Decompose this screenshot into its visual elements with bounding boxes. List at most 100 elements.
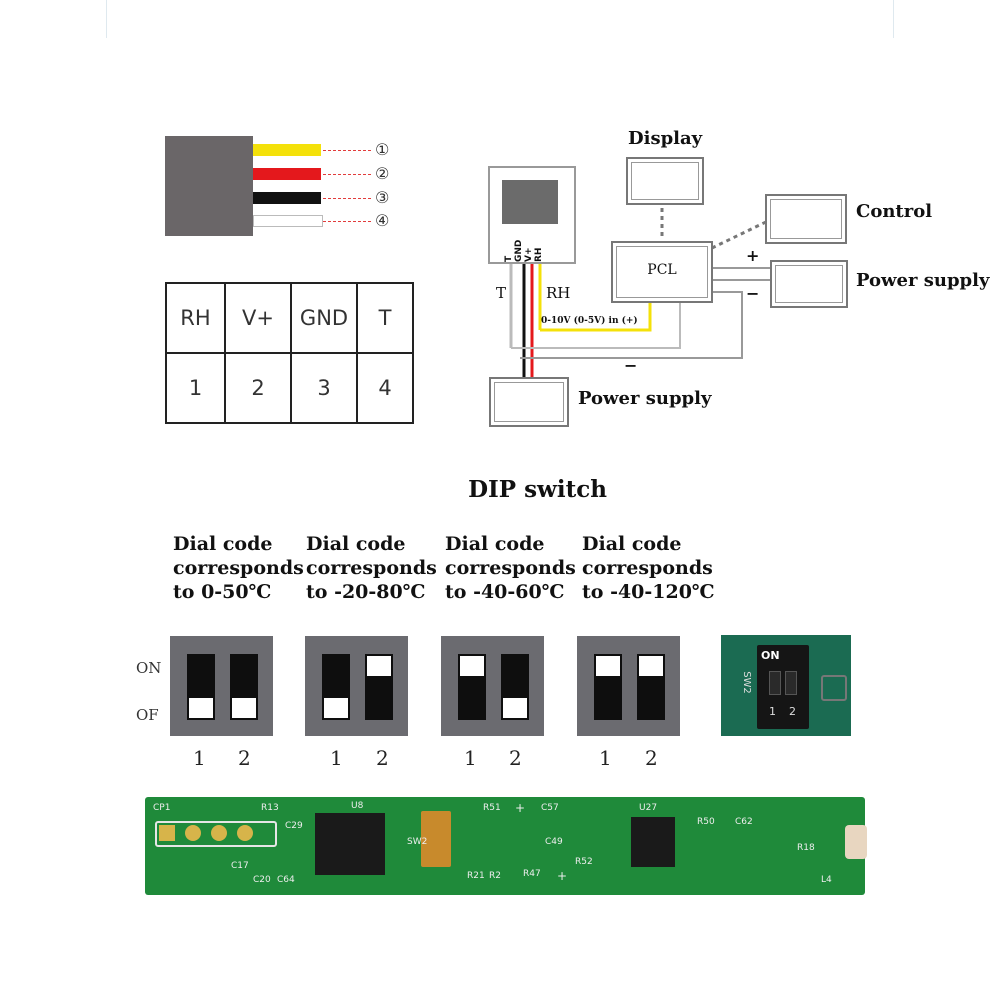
pin-number-2: 2: [224, 352, 292, 424]
pcb-label-c62: C62: [735, 817, 753, 827]
dip-2-slot-2: [365, 654, 393, 720]
pin-table: RH V+ GND T 1 2 3 4: [165, 282, 414, 424]
pcb-label-c57: C57: [541, 803, 559, 813]
pcb-label-r18: R18: [797, 843, 815, 853]
dip-2-slot-1: [322, 654, 350, 720]
dash-4: [323, 221, 371, 222]
on-label: ON: [136, 659, 162, 677]
dip-4-knob-2: [639, 656, 663, 676]
pcb-chip-u27: [631, 817, 675, 867]
wire-black: [253, 192, 321, 204]
pin-number-1: 1: [165, 352, 226, 424]
wire-number-1: ①: [375, 140, 390, 159]
dip-option-2-line1: Dial code: [306, 533, 406, 555]
pcb-label-sw2: SW2: [407, 837, 428, 847]
dash-2: [323, 174, 371, 175]
pin-number-3: 3: [290, 352, 358, 424]
dip-option-3-desc: Dial code corresponds to -40-60℃: [445, 532, 576, 604]
dip-option-4-line3: to -40-120℃: [582, 581, 715, 603]
frame-edge-left: [106, 0, 107, 38]
pcl-box: PCL: [611, 241, 713, 303]
dip-2-knob-2: [367, 656, 391, 676]
pin-label-rh: RH: [165, 282, 226, 354]
pcb-label-r47: R47: [523, 869, 541, 879]
dip-1-num-2: 2: [238, 746, 251, 770]
dip-option-2-desc: Dial code corresponds to -20-80℃: [306, 532, 437, 604]
dip-4-slot-2: [637, 654, 665, 720]
pcb-label-u27: U27: [639, 803, 658, 813]
wire-red: [253, 168, 321, 180]
dip-1-knob-2: [232, 698, 256, 718]
pcb-label-c49: C49: [545, 837, 563, 847]
pin-number-4: 4: [356, 352, 414, 424]
pcb-label-r13: R13: [261, 803, 279, 813]
sensor-screen: [502, 180, 558, 224]
dip-3-num-2: 2: [509, 746, 522, 770]
dip-option-1-line2: corresponds: [173, 557, 304, 579]
dip-option-3-line1: Dial code: [445, 533, 545, 555]
dip-4-slot-1: [594, 654, 622, 720]
frame-edge-right: [893, 0, 894, 38]
label-t-wire: T: [496, 284, 507, 302]
pcb-label-r21: R21: [467, 871, 485, 881]
pin-label-gnd: GND: [290, 282, 358, 354]
pcb-pad-4: [237, 825, 253, 841]
dip-3-slot-2: [501, 654, 529, 720]
pin-label-vplus: V+: [224, 282, 292, 354]
power-supply-bottom-label: Power supply: [578, 388, 712, 409]
dip-option-1-line1: Dial code: [173, 533, 273, 555]
dash-1: [323, 150, 371, 151]
photo-num-1: 1: [769, 705, 776, 718]
pcb-label-r50: R50: [697, 817, 715, 827]
dip-option-1-line3: to 0-50℃: [173, 581, 272, 603]
control-box: [765, 194, 847, 244]
dip-option-4-desc: Dial code corresponds to -40-120℃: [582, 532, 715, 604]
wire-number-3: ③: [375, 188, 390, 207]
photo-num-2: 2: [789, 705, 796, 718]
dash-3: [323, 198, 371, 199]
photo-slider-2: [785, 671, 797, 695]
pcb-plus-2: +: [557, 869, 568, 883]
connector-housing: [165, 136, 253, 236]
minus-sign-bottom: −: [624, 356, 638, 375]
photo-sw-label: SW2: [740, 671, 752, 694]
wiring-lines: [509, 208, 771, 378]
dip-1-slot-1: [187, 654, 215, 720]
dip-2-knob-1: [324, 698, 348, 718]
pcl-label: PCL: [647, 262, 677, 278]
dip-option-3-line2: corresponds: [445, 557, 576, 579]
photo-switch-body: [757, 645, 809, 729]
pcb-label-c17: C17: [231, 861, 249, 871]
dip-title: DIP switch: [468, 476, 607, 503]
dip-1-knob-1: [189, 698, 213, 718]
dip-option-3-line3: to -40-60℃: [445, 581, 565, 603]
dip-2-num-1: 1: [330, 746, 343, 770]
pcb-label-r52: R52: [575, 857, 593, 867]
dip-switch-2: [305, 636, 408, 736]
dip-2-num-2: 2: [376, 746, 389, 770]
pcb-header-outline: [155, 821, 277, 847]
dip-1-slot-2: [230, 654, 258, 720]
wire-white: [253, 215, 323, 227]
pcb-dip-switch: [421, 811, 451, 867]
wire-yellow: [253, 144, 321, 156]
pcb-label-c20: C20: [253, 875, 271, 885]
pcb-label-c29: C29: [285, 821, 303, 831]
pcb-chip-u8: [315, 813, 385, 875]
pcb-pad-square: [159, 825, 175, 841]
sensor-module: T GND V+ RH: [488, 166, 576, 264]
plus-sign: +: [746, 246, 760, 265]
pcb-plus-1: +: [515, 801, 526, 815]
pcb-photo: CP1 R13 C29 U8 SW2 R51 C57 U27 R50 C62 R…: [145, 797, 867, 895]
pcb-label-r2: R2: [489, 871, 501, 881]
dip-option-2-line3: to -20-80℃: [306, 581, 426, 603]
dip-3-knob-1: [460, 656, 484, 676]
wire-number-2: ②: [375, 164, 390, 183]
minus-sign: −: [746, 284, 760, 303]
dip-switch-3: [441, 636, 544, 736]
dip-3-num-1: 1: [464, 746, 477, 770]
pcb-pad-2: [185, 825, 201, 841]
dip-switch-4: [577, 636, 680, 736]
photo-component: [821, 675, 847, 701]
dip-4-num-1: 1: [599, 746, 612, 770]
